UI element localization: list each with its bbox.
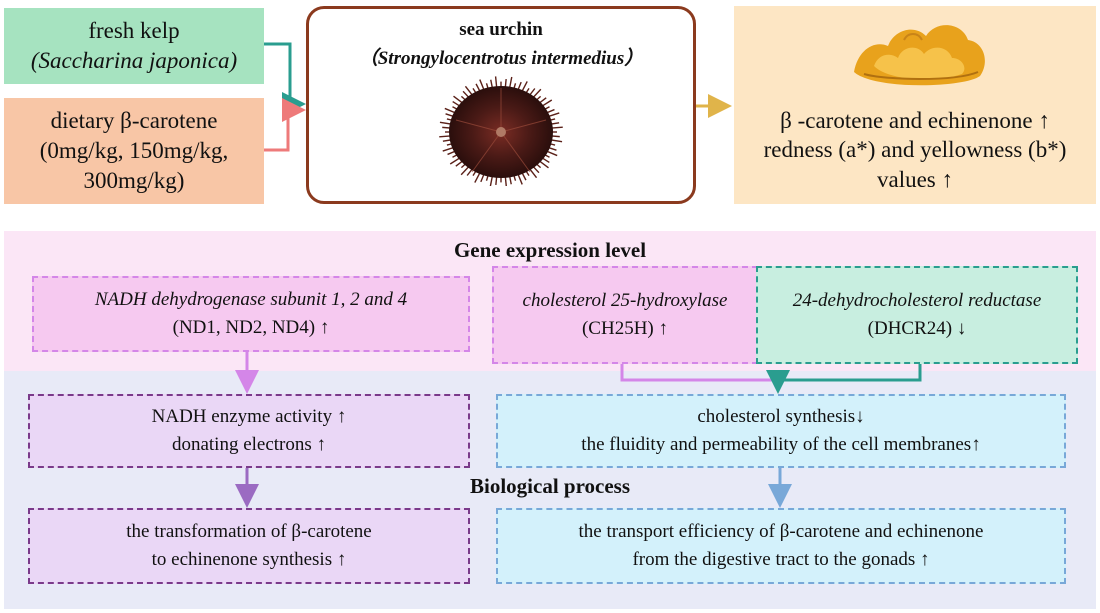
transport-line-1: the transport efficiency of β-carotene a… — [578, 521, 984, 543]
biological-process-title: Biological process — [469, 474, 631, 498]
nadh-activity-line-1: NADH enzyme activity ↑ — [151, 406, 347, 428]
nadh-gene-box: NADH dehydrogenase subunit 1, 2 and 4 (N… — [32, 276, 470, 352]
cholesterol-line-1: cholesterol synthesis↓ — [697, 406, 865, 428]
kelp-label: fresh kelp — [88, 18, 180, 44]
sea-urchin-title: sea urchin — [459, 19, 543, 40]
sea-urchin-photo-icon — [439, 76, 563, 186]
carotene-label: dietary β-carotene — [50, 108, 218, 134]
result-box: β -carotene and echinenone ↑ redness (a*… — [734, 6, 1096, 204]
transformation-line-2: to echinenone synthesis ↑ — [151, 549, 347, 570]
ch25h-to-cholesterol-arrow — [620, 364, 776, 382]
dhcr24-gene-line-2: (DHCR24) ↓ — [867, 318, 967, 339]
result-line-1: β -carotene and echinenone ↑ — [780, 108, 1050, 133]
cholesterol-synthesis-box: cholesterol synthesis↓ the fluidity and … — [496, 394, 1066, 468]
nadh-activity-line-2: donating electrons ↑ — [171, 434, 327, 455]
transformation-box: the transformation of β-carotene to echi… — [28, 508, 470, 584]
ch25h-gene-line-1: cholesterol 25-hydroxylase — [522, 290, 728, 312]
dhcr24-gene-box: 24-dehydrocholesterol reductase (DHCR24)… — [756, 266, 1078, 364]
urchin-gonad-photo-icon — [854, 25, 985, 86]
dietary-carotene-box: dietary β-carotene (0mg/kg, 150mg/kg, 30… — [4, 98, 264, 204]
sea-urchin-box: sea urchin （Strongylocentrotus intermedi… — [306, 6, 696, 204]
transformation-line-1: the transformation of β-carotene — [126, 521, 372, 543]
ch25h-gene-box: cholesterol 25-hydroxylase (CH25H) ↑ — [492, 266, 758, 364]
dhcr24-gene-line-1: 24-dehydrocholesterol reductase — [792, 290, 1042, 312]
cholesterol-line-2: the fluidity and permeability of the cel… — [581, 434, 981, 455]
fresh-kelp-box: fresh kelp (Saccharina japonica) — [4, 8, 264, 84]
result-line-2: redness (a*) and yellowness (b*) — [763, 137, 1067, 163]
nadh-gene-line-2: (ND1, ND2, ND4) ↑ — [172, 317, 330, 338]
gene-expression-title: Gene expression level — [453, 238, 647, 262]
carotene-to-urchin-arrow — [264, 98, 306, 152]
result-line-3: values ↑ — [876, 166, 953, 192]
ch25h-gene-line-2: (CH25H) ↑ — [581, 318, 669, 339]
transport-line-2: from the digestive tract to the gonads ↑ — [632, 549, 930, 570]
kelp-species: (Saccharina japonica) — [30, 48, 238, 73]
sea-urchin-species: （Strongylocentrotus intermedius） — [358, 48, 644, 69]
transport-box: the transport efficiency of β-carotene a… — [496, 508, 1066, 584]
carotene-doses-2: 300mg/kg) — [83, 167, 185, 193]
nadh-gene-line-1: NADH dehydrogenase subunit 1, 2 and 4 — [94, 289, 408, 311]
dhcr24-to-cholesterol-arrow — [766, 364, 922, 394]
carotene-doses-1: (0mg/kg, 150mg/kg, — [39, 138, 229, 164]
kelp-to-urchin-arrow — [264, 42, 306, 116]
nadh-activity-box: NADH enzyme activity ↑ donating electron… — [28, 394, 470, 468]
